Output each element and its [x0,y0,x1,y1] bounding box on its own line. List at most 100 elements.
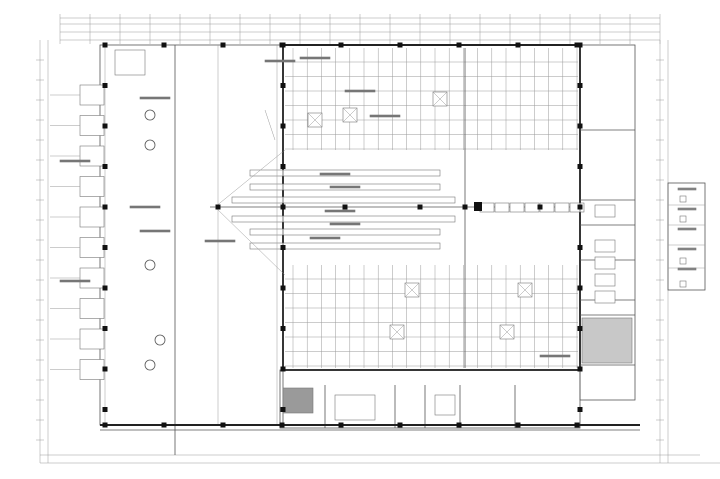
hatch [499,324,515,340]
column [102,164,108,169]
annotation-text [59,279,91,283]
column [280,204,286,210]
column [280,407,286,412]
annotation-text [204,239,236,243]
rack [231,196,456,204]
column [417,204,423,210]
legend-frame [667,182,706,291]
legend-text-mark [677,247,697,251]
column [279,422,285,428]
column [215,204,221,210]
hatch [389,324,405,340]
column [280,42,286,48]
toilet-fixture [594,273,616,287]
legend-text-mark [677,227,697,231]
column [577,83,583,88]
column [474,202,482,211]
annotation-text [344,89,376,93]
hatch [432,91,448,107]
annotation-text [324,209,356,213]
annotation-text [369,114,401,118]
column [280,366,286,372]
structural-columns [102,42,583,428]
room-fixture [594,204,616,218]
annotation-text [264,59,296,63]
column [220,422,226,428]
dock-door [79,328,105,350]
annotation-text [539,354,571,358]
column [577,245,583,250]
office-strip [279,369,581,429]
column [102,42,108,48]
column [102,366,108,372]
column [102,83,108,88]
annotation-text [309,236,341,240]
column [456,422,462,428]
room-fixture [334,394,376,421]
legend-text-mark [677,187,697,191]
room-fixture [434,394,456,416]
loading-dock-area [50,44,284,455]
column [280,123,286,129]
dock-door [79,237,105,258]
hatched-room [581,317,633,364]
column [577,42,583,48]
dock-door [79,145,105,167]
legend-swatch [679,257,687,265]
legend-box [667,182,706,291]
hatch [517,282,533,298]
toilet-fixture [594,239,616,253]
equipment-symbol [144,139,156,151]
storage-racks [214,149,585,276]
legend-swatch [679,280,687,288]
dock-door [79,206,105,228]
annotation-text [329,222,361,226]
dock-door [79,267,105,289]
hatched-room [282,387,314,414]
column [102,422,108,428]
column [397,42,403,48]
dock-door [79,298,105,319]
annotation-text [329,185,361,189]
annotation-text [139,229,171,233]
rack-bay [554,202,570,213]
legend-swatch [679,215,687,223]
equipment-symbol [154,334,166,346]
legend-text-mark [677,267,697,271]
rack-guide [214,206,286,276]
rack-bay [509,202,525,213]
annotation-text [299,56,331,60]
hatch [404,282,420,298]
dock-door [79,84,105,106]
legend-text-mark [677,207,697,211]
column [577,326,583,331]
annotation-text [129,205,161,209]
rack-guide [214,149,286,208]
column [456,42,462,48]
column [577,285,583,291]
equipment-symbol [144,359,156,371]
column [338,422,344,428]
rack [249,242,441,250]
column [577,123,583,129]
column [280,164,286,169]
rack-bay [494,202,510,213]
column [280,326,286,331]
hatch [307,112,323,128]
column [574,422,580,428]
column [577,164,583,169]
rack [249,228,441,236]
column [280,285,286,291]
column [102,204,108,210]
stair-line [264,109,276,141]
column [515,42,521,48]
equipment-symbol [144,259,156,271]
legend-swatch [679,195,687,203]
stair [114,49,146,76]
column [102,326,108,331]
rack-bay [524,202,540,213]
toilet-fixture [594,290,616,304]
column [102,123,108,129]
column [342,204,348,210]
